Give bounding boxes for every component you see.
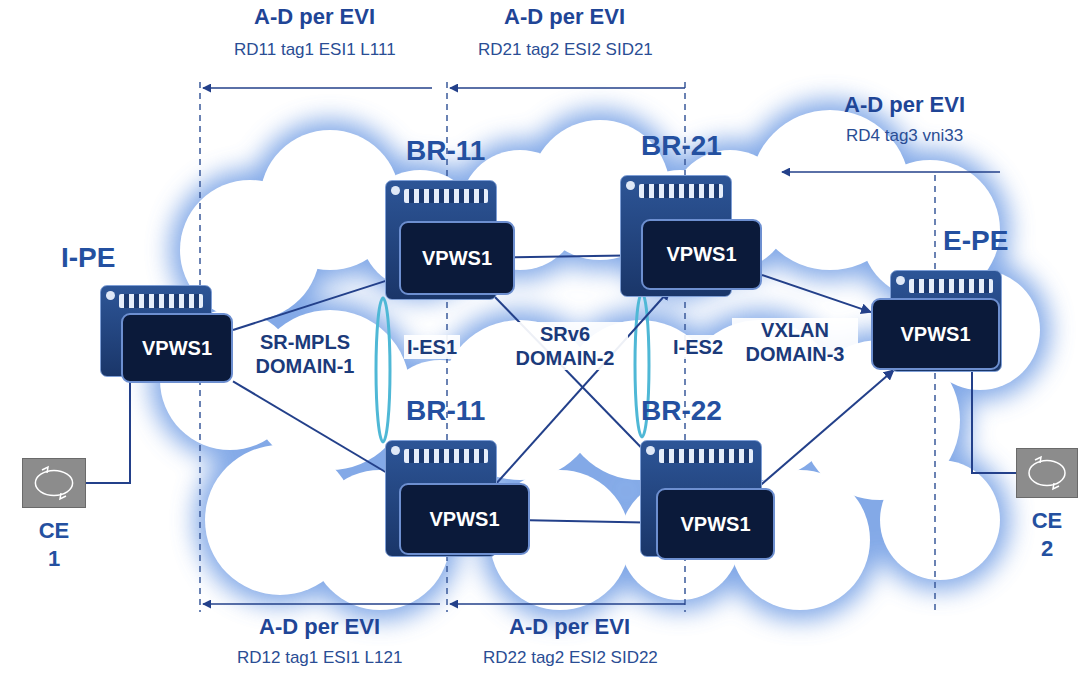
service-label: VPWS1 [142, 337, 212, 360]
domain-label: I-ES2 [670, 335, 726, 359]
customer-edge-icon: CE 2 [1016, 448, 1078, 498]
route-attributes: RD12 tag1 ESI1 L121 [237, 648, 402, 668]
domain-label: SRv6 DOMAIN-2 [502, 322, 628, 370]
access-link [972, 372, 1016, 473]
service-instance-box: VPWS1 [871, 298, 1000, 370]
pseudowire-arrow [530, 520, 656, 523]
route-attributes: RD22 tag2 ESI2 SID22 [483, 648, 658, 668]
service-instance-box: VPWS1 [121, 313, 233, 383]
route-type-label: A-D per EVI [259, 614, 380, 640]
service-instance-box: VPWS1 [656, 488, 775, 560]
route-type-label: A-D per EVI [504, 4, 625, 30]
route-attributes: RD4 tag3 vni33 [846, 126, 963, 146]
route-type-label: A-D per EVI [509, 614, 630, 640]
router-device: BR-11VPWS1 [385, 180, 497, 300]
service-instance-box: VPWS1 [641, 219, 762, 290]
service-label: VPWS1 [429, 508, 499, 531]
cloud [160, 110, 1040, 610]
service-label: VPWS1 [680, 513, 750, 536]
ce-symbol-ring [1029, 461, 1065, 486]
domain-label: SR-MPLS DOMAIN-1 [237, 330, 373, 378]
service-label: VPWS1 [666, 243, 736, 266]
device-name: BR-11 [406, 135, 485, 167]
ce-symbol [1017, 449, 1077, 497]
pseudowire-arrow [757, 370, 894, 488]
route-attributes: RD11 tag1 ESI1 L111 [234, 40, 396, 60]
service-instance-box: VPWS1 [399, 221, 515, 295]
device-name: BR-22 [641, 395, 722, 427]
device-name: BR-21 [641, 130, 722, 162]
router-device: BR-11VPWS1 [385, 440, 497, 557]
router-device: BR-21VPWS1 [620, 175, 732, 297]
pseudowire-arrow [233, 277, 399, 330]
pseudowire-arrow [762, 275, 871, 312]
domain-boundary [200, 82, 935, 612]
domain-label: VXLAN DOMAIN-3 [732, 318, 858, 366]
cloud-part [880, 460, 1000, 580]
route-type-label: A-D per EVI [254, 4, 375, 30]
pseudowire-arrow [233, 381, 404, 483]
device-name: CE 2 [1027, 507, 1067, 562]
service-label: VPWS1 [422, 247, 492, 270]
access-link [86, 377, 130, 483]
route-advert-arrow [203, 88, 1000, 604]
ce-symbol-arrows [1035, 457, 1059, 489]
route-attributes: RD21 tag2 ESI2 SID21 [478, 40, 653, 60]
cloud-glow [150, 100, 1050, 620]
device-name: I-PE [61, 242, 115, 274]
device-name: BR-11 [406, 395, 485, 427]
device-name: E-PE [943, 225, 1008, 257]
route-type-label: A-D per EVI [844, 92, 965, 118]
customer-edge-icon: CE 1 [22, 458, 86, 508]
ce-symbol-ring [35, 471, 72, 496]
service-instance-box: VPWS1 [399, 483, 530, 555]
ce-symbol [23, 459, 85, 507]
service-label: VPWS1 [900, 323, 970, 346]
device-name: CE 1 [34, 517, 74, 572]
router-device: E-PEVPWS1 [890, 270, 1002, 372]
router-device: BR-22VPWS1 [640, 440, 762, 557]
domain-label: I-ES1 [404, 335, 460, 359]
router-device: I-PEVPWS1 [100, 285, 212, 377]
ce-symbol-arrows [42, 467, 66, 499]
